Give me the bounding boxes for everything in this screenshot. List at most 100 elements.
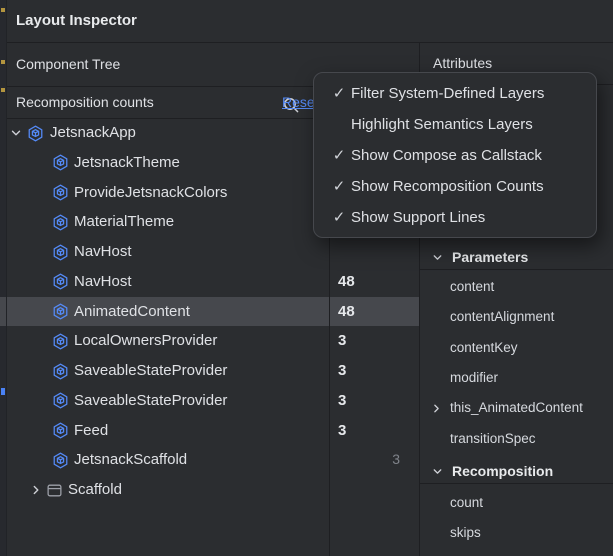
recomposition-count: 48 bbox=[338, 302, 355, 320]
divider bbox=[0, 42, 613, 43]
chevron-down-icon bbox=[431, 465, 444, 478]
attributes-panel-divider[interactable] bbox=[419, 42, 420, 556]
tree-row-label: LocalOwnersProvider bbox=[74, 332, 218, 350]
tree-row[interactable]: ProvideJetsnackColors bbox=[0, 178, 419, 208]
recomposition-counts-label: Recomposition counts bbox=[16, 94, 154, 110]
divider bbox=[0, 86, 419, 87]
attribute-label: this_AnimatedContent bbox=[450, 400, 583, 416]
menu-item[interactable]: ✓ Show Recomposition Counts bbox=[314, 171, 596, 202]
attribute-item[interactable]: modifier bbox=[420, 363, 613, 393]
compose-node-icon bbox=[52, 154, 69, 171]
tree-row[interactable]: LocalOwnersProvider 3 bbox=[0, 326, 419, 356]
checkmark-icon: ✓ bbox=[332, 178, 346, 195]
tree-row-label: Scaffold bbox=[68, 481, 122, 499]
left-gutter-strip bbox=[0, 0, 6, 556]
section-header-parameters[interactable]: Parameters bbox=[420, 245, 613, 269]
attribute-item[interactable]: this_AnimatedContent bbox=[420, 393, 613, 423]
tree-row[interactable]: SaveableStateProvider 3 bbox=[0, 386, 419, 416]
search-icon[interactable] bbox=[281, 95, 301, 115]
tree-row[interactable]: NavHost 48 bbox=[0, 267, 419, 297]
compose-node-icon bbox=[27, 125, 44, 142]
recomposition-count: 3 bbox=[338, 332, 347, 350]
attribute-label: transitionSpec bbox=[450, 430, 536, 446]
checkmark-icon: ✓ bbox=[332, 209, 346, 226]
gutter-border bbox=[6, 0, 7, 556]
menu-item-label: Show Compose as Callstack bbox=[351, 147, 542, 164]
checkmark-icon: ✓ bbox=[332, 147, 346, 164]
section-header-recomposition[interactable]: Recomposition bbox=[420, 459, 613, 483]
tree-row[interactable]: AnimatedContent 48 bbox=[0, 296, 419, 327]
tree-row[interactable]: MaterialTheme bbox=[0, 207, 419, 237]
compose-node-icon bbox=[52, 273, 69, 290]
compose-node-icon bbox=[52, 363, 69, 380]
panel-title: Layout Inspector bbox=[16, 12, 137, 29]
gutter-mark bbox=[1, 388, 5, 395]
tree-row[interactable]: Feed 3 bbox=[0, 416, 419, 446]
menu-item[interactable]: ✓ Show Support Lines bbox=[314, 202, 596, 233]
attribute-item[interactable]: count bbox=[420, 488, 613, 518]
recomposition-count: 3 bbox=[338, 391, 347, 409]
recomposition-count: 48 bbox=[338, 272, 355, 290]
attribute-item[interactable]: skips bbox=[420, 518, 613, 548]
recomposition-count: 3 bbox=[338, 421, 347, 439]
section-title: Recomposition bbox=[452, 463, 554, 479]
attribute-label: contentKey bbox=[450, 339, 518, 355]
attribute-item[interactable]: contentKey bbox=[420, 333, 613, 363]
tree-row[interactable]: NavHost bbox=[0, 237, 419, 267]
tree-row[interactable]: Scaffold bbox=[0, 475, 419, 505]
tree-row-label: SaveableStateProvider bbox=[74, 391, 228, 409]
attribute-label: content bbox=[450, 279, 495, 294]
compose-node-icon bbox=[52, 422, 69, 439]
counts-column-divider bbox=[329, 118, 330, 556]
attribute-item[interactable]: content bbox=[420, 272, 613, 302]
menu-item-label: Show Support Lines bbox=[351, 209, 486, 226]
tree-row-label: NavHost bbox=[74, 243, 132, 261]
tree-row-label: JetsnackTheme bbox=[74, 153, 180, 171]
view-component-icon bbox=[46, 482, 63, 499]
gutter-mark bbox=[1, 8, 5, 12]
tree-row-label: JetsnackScaffold bbox=[74, 451, 188, 469]
compose-node-icon bbox=[52, 303, 69, 320]
tree-row-label: JetsnackApp bbox=[50, 124, 136, 141]
gutter-mark bbox=[1, 60, 5, 64]
tree-row-label: ProvideJetsnackColors bbox=[74, 183, 228, 201]
menu-item[interactable]: ✓Filter System-Defined Layers bbox=[314, 78, 596, 109]
divider bbox=[0, 118, 419, 119]
tree-row[interactable]: JetsnackApp bbox=[0, 118, 419, 148]
attribute-item[interactable]: contentAlignment bbox=[420, 302, 613, 332]
section-title: Parameters bbox=[452, 249, 529, 265]
skip-count: 3 bbox=[392, 451, 400, 468]
compose-node-icon bbox=[52, 184, 69, 201]
expanded-chevron-icon[interactable] bbox=[8, 125, 24, 141]
attribute-label: count bbox=[450, 495, 484, 510]
tree-row-label: Feed bbox=[74, 421, 109, 439]
compose-node-icon bbox=[52, 452, 69, 469]
menu-item-label: Show Recomposition Counts bbox=[351, 178, 544, 195]
menu-item[interactable]: Highlight Semantics Layers bbox=[314, 109, 596, 140]
recomposition-count: 3 bbox=[338, 362, 347, 380]
reset-counts-link[interactable]: Reset bbox=[282, 94, 319, 110]
attribute-item[interactable]: transitionSpec bbox=[420, 424, 613, 454]
tree-row-label: AnimatedContent bbox=[74, 302, 190, 320]
checkmark-icon: ✓ bbox=[332, 85, 346, 102]
compose-node-icon bbox=[52, 244, 69, 261]
collapsed-chevron-icon[interactable] bbox=[28, 482, 44, 498]
panel-titlebar: Layout Inspector bbox=[0, 0, 613, 42]
compose-node-icon bbox=[52, 214, 69, 231]
divider bbox=[420, 483, 613, 484]
tree-row-label: NavHost bbox=[74, 272, 132, 290]
tree-row[interactable]: JetsnackTheme bbox=[0, 148, 419, 178]
attribute-label: contentAlignment bbox=[450, 309, 555, 325]
attribute-label: skips bbox=[450, 525, 481, 541]
chevron-down-icon bbox=[431, 251, 444, 264]
divider bbox=[420, 269, 613, 270]
tree-row[interactable]: JetsnackScaffold 3 bbox=[0, 445, 419, 475]
menu-item[interactable]: ✓ Show Compose as Callstack bbox=[314, 140, 596, 171]
menu-item-label: Highlight Semantics Layers bbox=[351, 116, 533, 133]
attribute-label: modifier bbox=[450, 369, 499, 385]
chevron-right-icon[interactable] bbox=[430, 402, 443, 415]
